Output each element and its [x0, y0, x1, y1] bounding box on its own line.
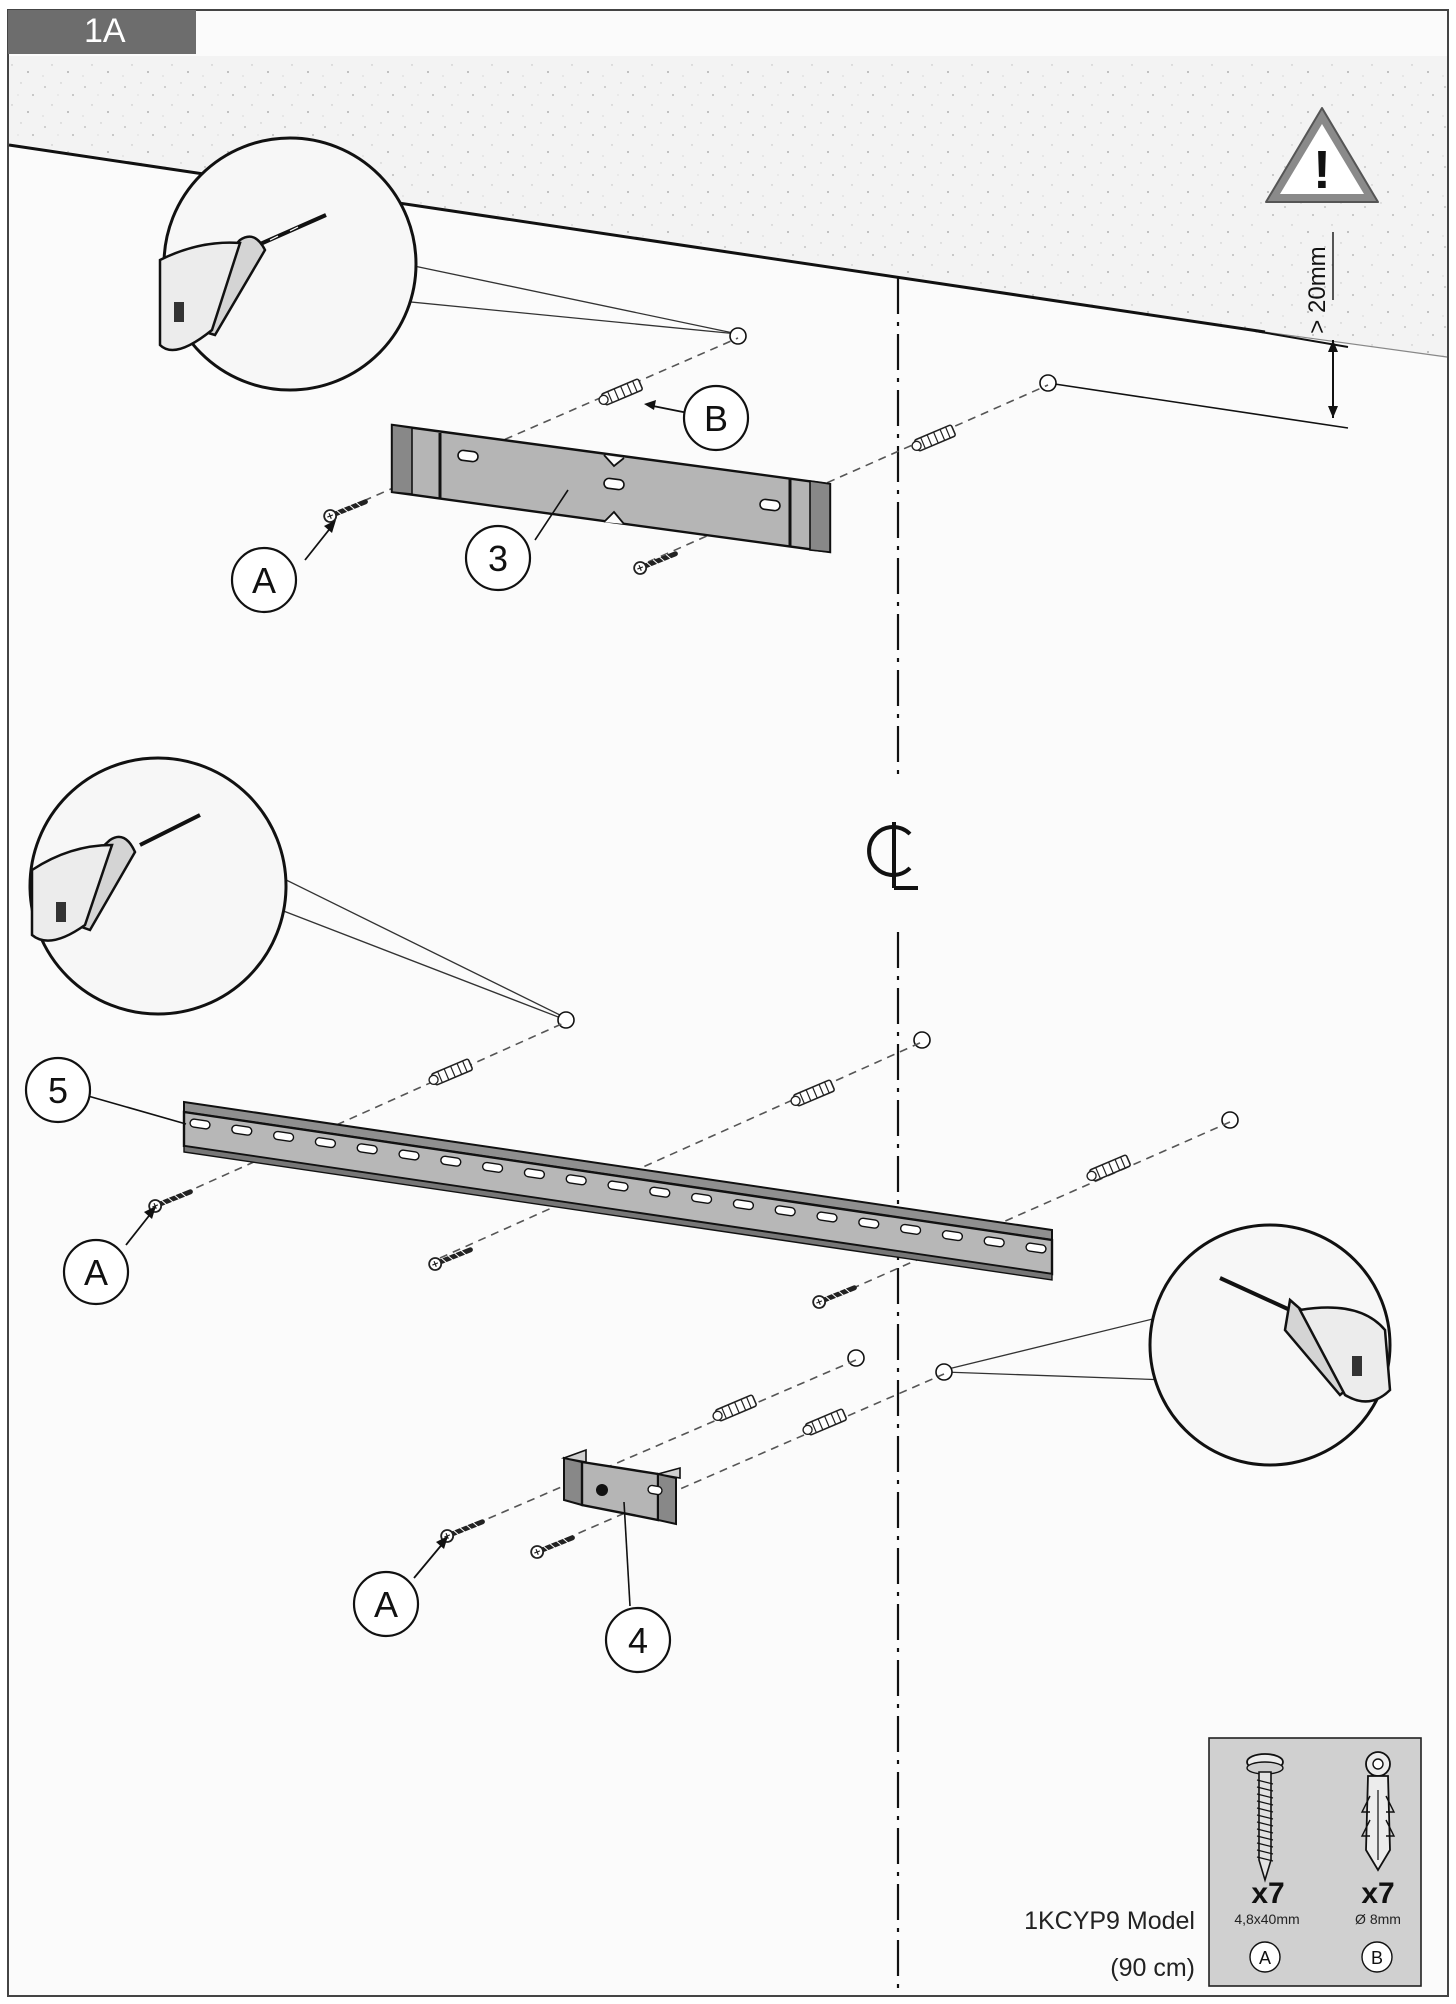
rail-slot [649, 1186, 671, 1198]
rail-slot [189, 1118, 211, 1130]
model-size: (90 cm) [1110, 1954, 1195, 1982]
drill-icon [158, 213, 327, 352]
model-name: 1KCYP9 Model [1024, 1907, 1195, 1935]
part-spec: Ø 8mm [1355, 1911, 1401, 1927]
drill-hole [1039, 374, 1057, 392]
rail-slot [231, 1124, 253, 1136]
clearance-label: > 20mm [1304, 246, 1331, 333]
channel-rail-5 [182, 1100, 1054, 1281]
warning-triangle-icon: ! [1265, 107, 1379, 203]
rail-slot [607, 1180, 629, 1192]
drill-hole [913, 1031, 931, 1049]
svg-text:3: 3 [488, 538, 508, 579]
warning-symbol: ! [1313, 140, 1331, 200]
callout-4: 4 [604, 1606, 672, 1674]
clearance-dimension: > 20mm [1047, 232, 1349, 429]
drill-hole [935, 1363, 953, 1381]
screw-icon [1246, 1753, 1284, 1883]
clip-4 [560, 1448, 681, 1526]
drill-icon [30, 813, 201, 942]
rail-slot [816, 1211, 838, 1223]
drill-hole [729, 327, 747, 345]
rail-slot [983, 1236, 1005, 1248]
rail-slot [440, 1155, 462, 1167]
rail-slot [690, 1192, 713, 1204]
rail-slot [481, 1161, 504, 1173]
part-qty: x7 [1251, 1877, 1284, 1910]
rail-slot [356, 1143, 378, 1155]
rail-slot [858, 1217, 880, 1229]
rail-slot [272, 1130, 295, 1142]
svg-text:A: A [252, 560, 276, 601]
rail-slot [565, 1174, 587, 1186]
callout-A-middle: A [62, 1238, 130, 1306]
drill-hole [1221, 1111, 1239, 1129]
drill-hole [847, 1349, 865, 1367]
drill-detail-top [158, 136, 739, 392]
bracket-3 [390, 423, 832, 554]
callout-5: 5 [24, 1056, 92, 1124]
rail-slot [523, 1168, 546, 1180]
svg-text:A: A [374, 1584, 398, 1625]
callout-A-top: A [230, 546, 298, 614]
part-qty: x7 [1361, 1877, 1394, 1910]
callout-B: B [682, 384, 750, 452]
drill-detail-bottom [943, 1223, 1392, 1467]
svg-text:5: 5 [48, 1070, 68, 1111]
svg-text:4: 4 [628, 1620, 648, 1661]
rail-slot [899, 1223, 922, 1235]
drill-hole [557, 1011, 575, 1029]
rail-slot [732, 1199, 755, 1211]
drill-detail-middle [28, 756, 567, 1021]
part-id: B [1371, 1948, 1383, 1968]
rail-slot [314, 1137, 337, 1149]
centerline-symbol [867, 822, 918, 890]
rail-slot [941, 1230, 964, 1242]
wall-plug-icon [1360, 1751, 1396, 1872]
rail-slot [1025, 1242, 1047, 1254]
ceiling [9, 56, 1447, 358]
step-label: 1A [84, 12, 126, 50]
part-id: A [1259, 1948, 1271, 1968]
parts-panel: x7 x7 4,8x40mm Ø 8mm A B [1208, 1737, 1422, 1987]
callout-A-bottom: A [352, 1570, 420, 1638]
svg-text:B: B [704, 398, 728, 439]
rail-slot [398, 1149, 420, 1161]
svg-text:A: A [84, 1252, 108, 1293]
step-tag: 1A [8, 10, 196, 54]
rail-slot [774, 1205, 796, 1217]
callout-3: 3 [464, 524, 532, 592]
drill-icon [1219, 1276, 1392, 1403]
part-spec: 4,8x40mm [1234, 1911, 1299, 1927]
